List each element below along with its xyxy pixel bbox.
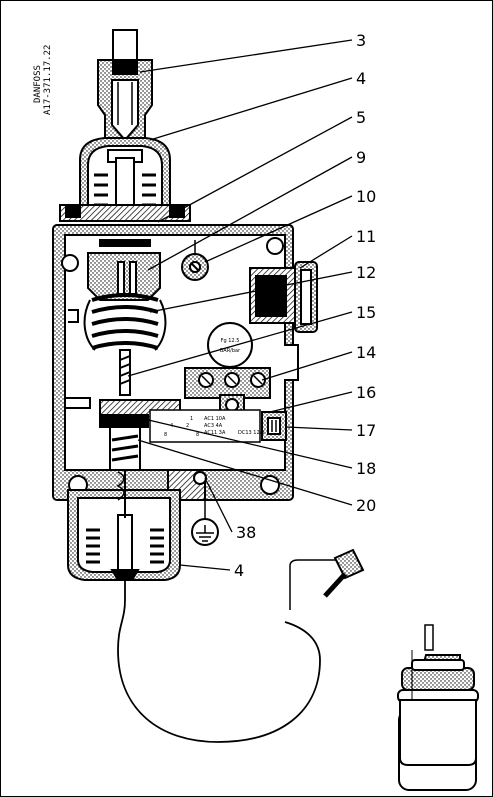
switch-mark-c: 2 (186, 423, 189, 429)
callout-9: 9 (356, 148, 366, 167)
scale-plate-line1: Fg 12.5 (221, 338, 240, 344)
callout-10: 10 (356, 187, 376, 206)
switch-mark-a: 1 (190, 416, 193, 422)
lower-bellows (67, 470, 181, 581)
callout-14: 14 (356, 343, 376, 362)
sensor-bulb (399, 699, 477, 766)
callout-4-top: 4 (356, 69, 366, 88)
callout-4-bottom: 4 (234, 561, 244, 580)
microswitch: AC1 10A AC3 4A AC11 3A DC13 12W 1 4 2 8 … (64, 397, 287, 470)
callout-3: 3 (356, 31, 366, 50)
scale-plate: Fg 12.5 BAR/bar (207, 322, 253, 368)
callout-20: 20 (356, 496, 376, 515)
top-connector (97, 29, 153, 142)
leader-lines (127, 39, 353, 571)
scale-plate-line2: BAR/bar (220, 348, 241, 354)
switch-rating-4: DC13 12W (238, 430, 265, 436)
callout-numbers: 3 4 5 9 10 11 12 15 14 16 17 18 20 38 4 (234, 31, 376, 580)
switch-rating-1: AC1 10A (204, 416, 226, 422)
callout-11: 11 (356, 227, 376, 246)
drawing-code: DANFOSS A17-371.17.22 (33, 45, 53, 115)
callout-5: 5 (356, 108, 366, 127)
callout-18: 18 (356, 459, 376, 478)
callout-16: 16 (356, 383, 376, 402)
callout-12: 12 (356, 263, 376, 282)
callout-15: 15 (356, 303, 376, 322)
callout-17: 17 (356, 421, 376, 440)
range-mechanism (68, 239, 209, 396)
upper-bellows (59, 137, 191, 222)
callout-38: 38 (236, 523, 256, 542)
switch-mark-d: 8 (164, 432, 167, 438)
switch-rating-2: AC3 4A (204, 423, 223, 429)
switch-rating-3: AC11 3A (204, 430, 226, 436)
manufacturer-label: DANFOSS (33, 65, 43, 103)
terminal-block (184, 367, 271, 416)
cable-gland (249, 261, 318, 333)
switch-mark-e: 8 (196, 432, 199, 438)
drawing-code-label: A17-371.17.22 (43, 45, 53, 115)
